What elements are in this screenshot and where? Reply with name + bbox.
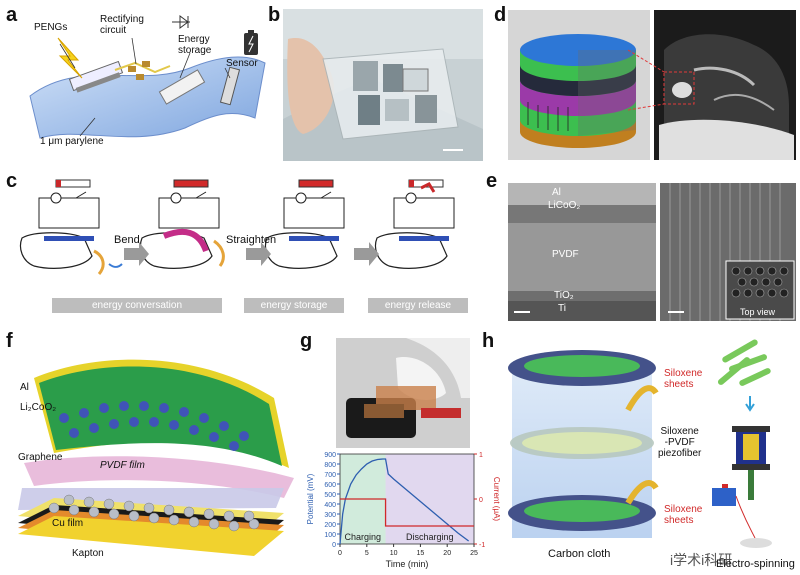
watermark-text: i学术i科研 (670, 552, 733, 568)
panel-letter-g: g (300, 330, 313, 352)
panel-letter-c: c (6, 170, 18, 192)
panel-a-illustration: PENGs Rectifying circuit Energy storage … (20, 8, 270, 158)
y-tick-label-8: 800 (324, 462, 336, 469)
label-top-view: Top view (740, 307, 776, 317)
y-tick-label-6: 600 (324, 482, 336, 489)
y-tick-label-5: 500 (324, 492, 336, 499)
y2-tick-label-0: -1 (479, 542, 485, 549)
x-tick-label-1: 5 (365, 550, 369, 557)
panel-c-sequence: Bend Straighten energy conversation ener… (14, 176, 482, 326)
label-sensor: Sensor (226, 58, 258, 69)
label-parylene: 1 μm parylene (40, 136, 104, 147)
label-energy-storage: Energy storage (178, 34, 212, 56)
panel-b-photo (283, 9, 483, 161)
label-carbon-cloth: Carbon cloth (548, 548, 611, 560)
x-tick-label-3: 15 (417, 550, 425, 557)
panel-g-device-photo (336, 338, 470, 448)
y-tick-label-4: 400 (324, 502, 336, 509)
panel-letter-f: f (6, 330, 13, 352)
label-graphene-f: Graphene (18, 452, 63, 463)
panel-h-illustration: Siloxene sheets Siloxene -PVDF piezofibe… (500, 338, 798, 572)
label-siloxene-sheets-top: Siloxene sheets (664, 368, 703, 390)
chart-region-1 (385, 454, 474, 544)
panel-letter-b: b (268, 4, 281, 26)
y-axis-label: Potential (mV) (306, 473, 315, 524)
panel-f-layers-illustration: Al Li₂CoO₂ Graphene PVDF film Cu film Ka… (14, 338, 298, 570)
y-tick-label-1: 100 (324, 532, 336, 539)
label-licoo2-f: Li₂CoO₂ (20, 402, 57, 413)
stage-energy-storage: energy storage (244, 298, 344, 313)
panel-d-zoom-lines (628, 49, 665, 111)
panel-d-shoe-photo (654, 10, 796, 160)
panel-e-sem-nanotubes: Top view (660, 183, 796, 321)
y-tick-label-3: 300 (324, 512, 336, 519)
label-electro-spinning: Electro-spinning (716, 558, 795, 570)
y-tick-label-0: 0 (332, 542, 336, 549)
y2-axis-label: Current (μA) (492, 477, 500, 522)
label-siloxene-sheets-bottom: Siloxene sheets (664, 504, 703, 526)
y2-tick-label-1: 0 (479, 497, 483, 504)
y-tick-label-2: 200 (324, 522, 336, 529)
chart-region-label-0: Charging (345, 532, 382, 542)
label-straighten: Straighten (226, 234, 277, 246)
panel-letter-d: d (494, 4, 507, 26)
panel-letter-h: h (482, 330, 495, 352)
x-tick-label-0: 0 (338, 550, 342, 557)
label-cu-film-f: Cu film (52, 518, 84, 529)
label-licoo2-sem: LiCoO₂ (548, 200, 581, 211)
x-tick-label-5: 25 (470, 550, 478, 557)
panel-d-battery-illustration (508, 10, 650, 160)
y-tick-label-9: 900 (324, 452, 336, 459)
label-pvdf-film-f: PVDF film (100, 460, 145, 471)
chart-region-label-1: Discharging (406, 532, 454, 542)
label-bend: Bend (114, 234, 140, 246)
y-tick-label-7: 700 (324, 472, 336, 479)
label-kapton-f: Kapton (72, 548, 104, 559)
panel-e-sem-cross-section: Al LiCoO₂ PVDF TiO₂ Ti (508, 183, 656, 321)
label-tio2-sem: TiO₂ (554, 290, 574, 301)
x-axis-label: Time (min) (386, 559, 429, 569)
panel-letter-a: a (6, 4, 18, 26)
chart-series-line-1 (340, 498, 474, 527)
label-al-sem: Al (552, 187, 561, 198)
label-ti-sem: Ti (558, 303, 566, 314)
label-pvdf-sem: PVDF (552, 249, 579, 260)
x-tick-label-2: 10 (390, 550, 398, 557)
stage-energy-release: energy release (368, 298, 468, 313)
label-siloxene-pvdf-piezofiber: Siloxene -PVDF piezofiber (658, 426, 702, 459)
label-pengs: PENGs (34, 22, 68, 33)
label-al-f: Al (20, 382, 29, 393)
panel-letter-e: e (486, 170, 498, 192)
y2-tick-label-2: 1 (479, 452, 483, 459)
chart-series-line-0 (339, 458, 470, 545)
x-tick-label-4: 20 (443, 550, 451, 557)
stage-energy-conversation: energy conversation (52, 298, 222, 313)
label-rectifying-circuit: Rectifying circuit (100, 14, 144, 36)
